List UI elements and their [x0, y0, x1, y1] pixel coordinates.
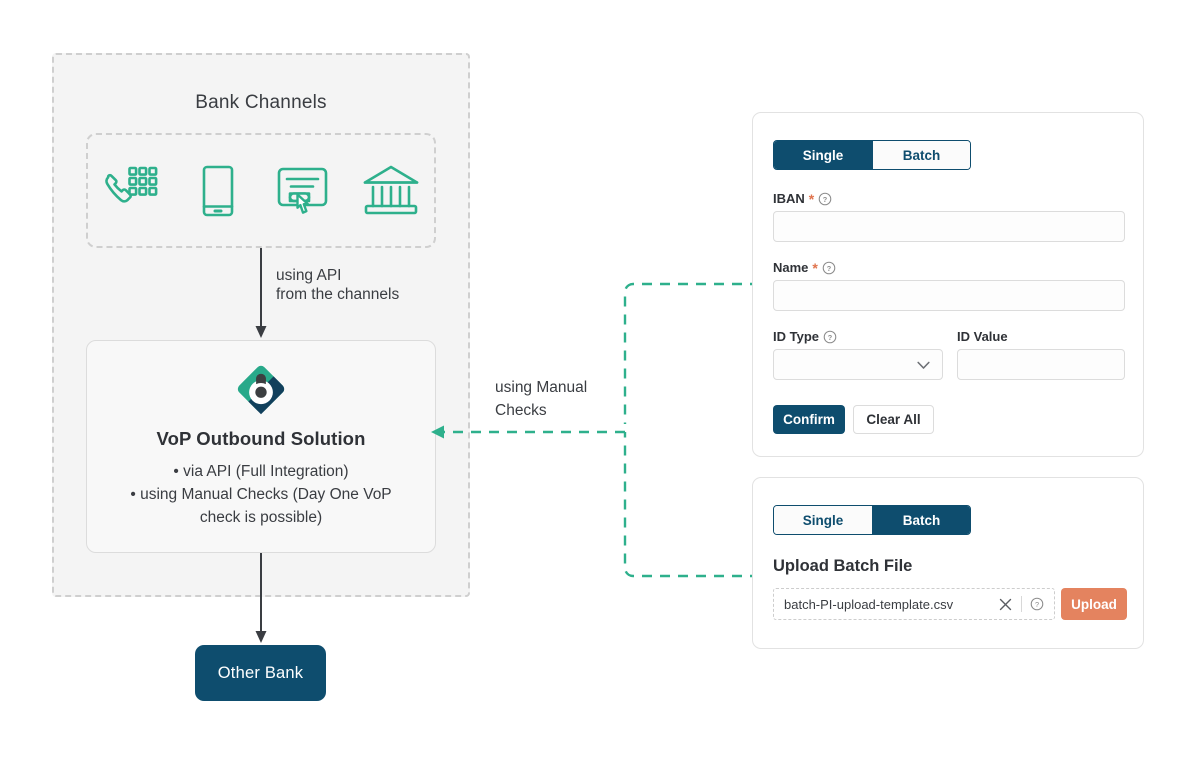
api-flow-arrow: [255, 248, 267, 338]
iban-label-text: IBAN: [773, 191, 805, 206]
id-type-select[interactable]: [773, 349, 943, 380]
tab-single[interactable]: Single: [774, 141, 872, 169]
batch-upload-panel: Single Batch Upload Batch File batch-PI-…: [752, 477, 1144, 649]
tab-single[interactable]: Single: [774, 506, 872, 534]
tab-batch[interactable]: Batch: [872, 141, 970, 169]
bankingly-logo: [237, 365, 285, 415]
channel-icons-group: [86, 133, 436, 248]
batch-panel-tabs: Single Batch: [773, 505, 971, 535]
divider: [1021, 596, 1022, 612]
id-type-label-text: ID Type: [773, 329, 819, 344]
iban-required-marker: *: [808, 190, 815, 207]
id-value-input[interactable]: [957, 349, 1125, 380]
clear-all-button[interactable]: Clear All: [853, 405, 934, 434]
name-label: Name * ?: [773, 260, 836, 275]
svg-text:?: ?: [827, 263, 832, 272]
name-input[interactable]: [773, 280, 1125, 311]
other-bank-flow-arrow: [255, 553, 267, 643]
vop-title: VoP Outbound Solution: [156, 428, 366, 449]
id-value-label-text: ID Value: [957, 329, 1008, 344]
tab-batch[interactable]: Batch: [872, 506, 970, 534]
single-panel-tabs: Single Batch: [773, 140, 971, 170]
vop-bullet: • via API (Full Integration): [173, 463, 349, 480]
online-banking-icon: [277, 167, 328, 214]
upload-help-icon[interactable]: ?: [1030, 597, 1044, 611]
uploaded-file-name: batch-PI-upload-template.csv: [784, 596, 954, 612]
mobile-phone-icon: [202, 165, 234, 216]
manual-checks-connector: [431, 282, 760, 578]
single-check-panel: Single Batch IBAN * ? Name * ? ID Type ?: [752, 112, 1144, 457]
bank-branch-icon: [363, 165, 419, 214]
id-type-label: ID Type ?: [773, 329, 837, 344]
svg-text:?: ?: [823, 194, 828, 203]
manual-checks-label: using Manual Checks: [495, 379, 588, 419]
chevron-down-icon: [917, 361, 930, 369]
bank-channels-title: Bank Channels: [195, 92, 327, 113]
vop-bullet: • using Manual Checks (Day One VoP: [130, 486, 392, 503]
name-required-marker: *: [812, 259, 818, 276]
close-icon[interactable]: [998, 597, 1013, 612]
confirm-button[interactable]: Confirm: [773, 405, 845, 434]
name-help-icon[interactable]: ?: [822, 261, 836, 275]
svg-text:?: ?: [828, 332, 833, 341]
vop-outbound-solution-card: VoP Outbound Solution • via API (Full In…: [86, 340, 436, 553]
phone-keypad-icon: [105, 166, 158, 203]
name-label-text: Name: [773, 260, 809, 275]
upload-batch-file-heading: Upload Batch File: [773, 557, 913, 575]
vop-bullet: check is possible): [199, 509, 323, 526]
file-drop-row[interactable]: batch-PI-upload-template.csv ?: [773, 588, 1055, 620]
upload-button[interactable]: Upload: [1061, 588, 1127, 620]
id-value-label: ID Value: [957, 329, 1008, 344]
vop-bullet-list: • via API (Full Integration) • using Man…: [105, 460, 417, 529]
other-bank-node: Other Bank: [195, 645, 326, 701]
iban-input[interactable]: [773, 211, 1125, 242]
api-flow-label: using API from the channels: [276, 267, 400, 303]
iban-label: IBAN * ?: [773, 191, 832, 206]
svg-text:?: ?: [1035, 600, 1039, 609]
id-type-help-icon[interactable]: ?: [823, 330, 837, 344]
iban-help-icon[interactable]: ?: [818, 192, 832, 206]
